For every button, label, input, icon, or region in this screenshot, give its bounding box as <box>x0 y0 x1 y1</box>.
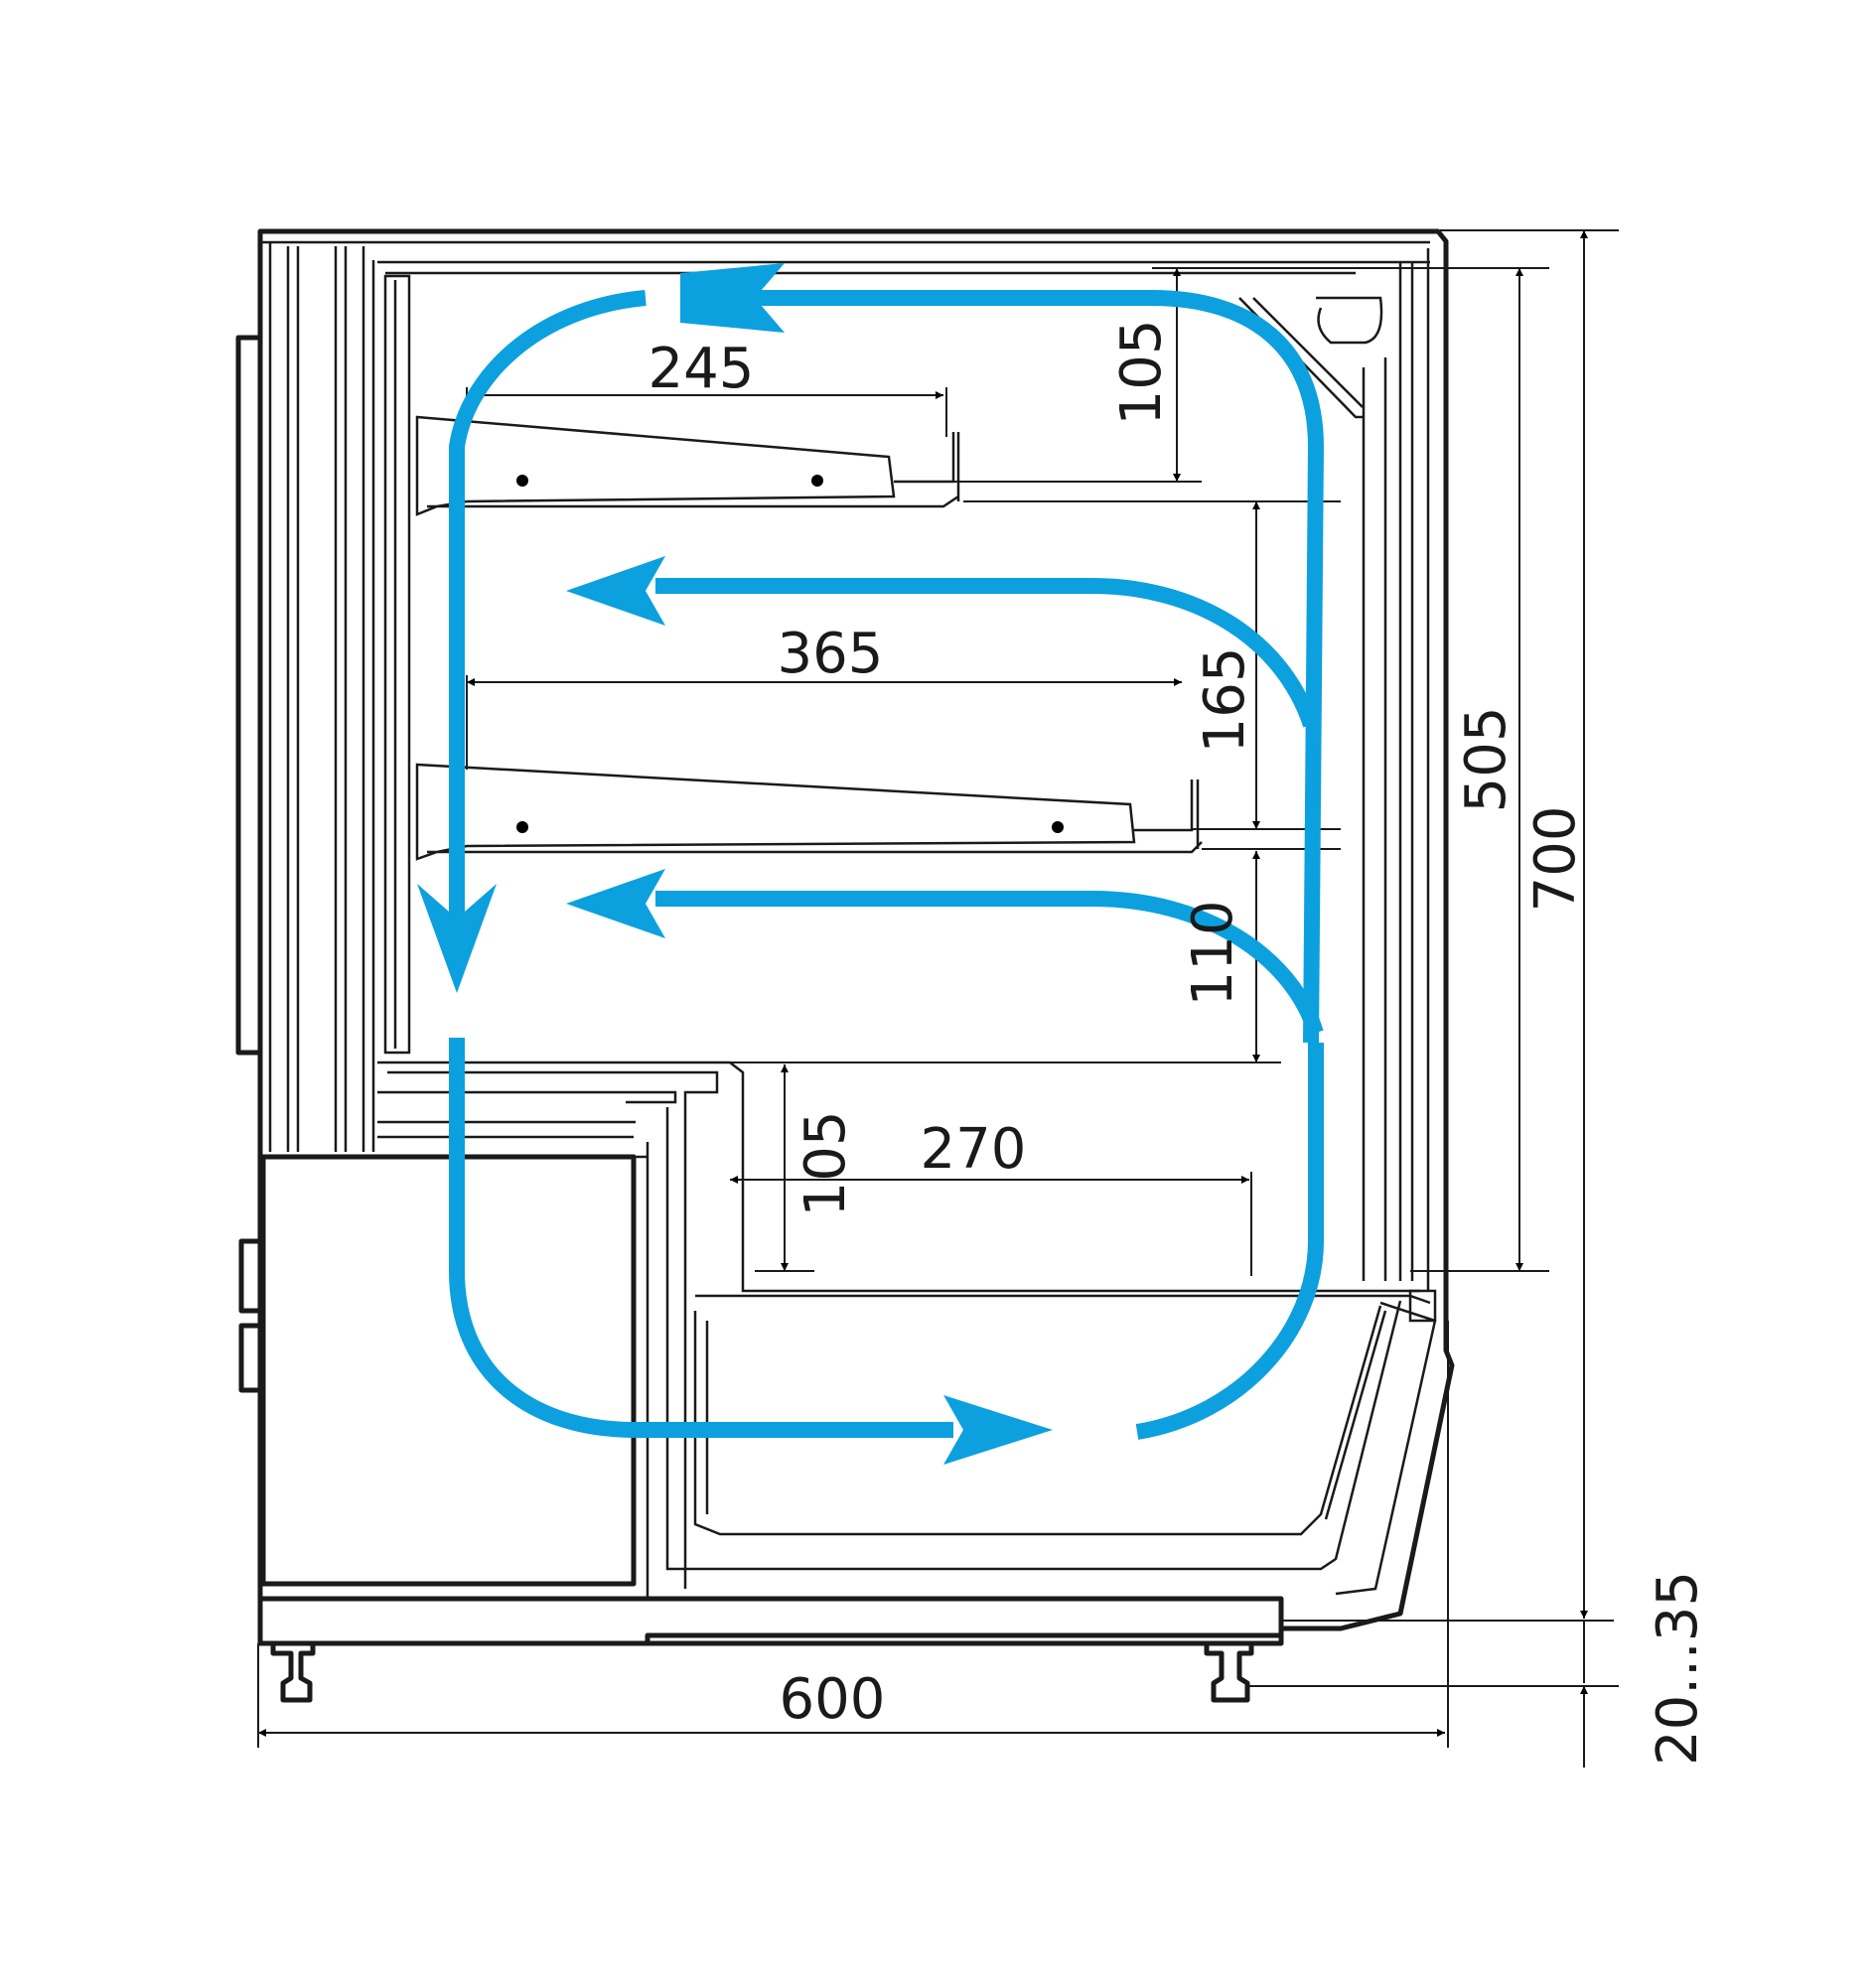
top-shelf-profile <box>415 415 960 516</box>
dim-total-width: 600 <box>780 1667 886 1732</box>
dim-leg-adjustment: 20...35 <box>1646 1571 1710 1766</box>
left-leg <box>270 1640 316 1703</box>
dim-top-shelf-depth: 245 <box>649 337 755 401</box>
dim-lower-clearance: 110 <box>1181 901 1245 1007</box>
airflow-middle <box>655 578 1319 728</box>
airflow-bottom-rear <box>1135 1043 1324 1440</box>
dimension-labels: 245 105 365 165 110 505 700 105 270 600 … <box>649 320 1710 1766</box>
airflow-bottom-arrowhead <box>943 1395 1053 1465</box>
door-handle <box>235 335 263 1056</box>
side-knob-upper <box>238 1238 263 1314</box>
front-inner-profile <box>383 274 411 1055</box>
dim-inner-height: 505 <box>1454 707 1518 813</box>
dim-base-depth: 270 <box>921 1117 1027 1182</box>
dim-top-clearance: 105 <box>1109 320 1174 426</box>
dim-total-height: 700 <box>1523 806 1588 913</box>
dim-middle-clearance: 165 <box>1193 647 1257 754</box>
airflow-middle-arrowhead <box>566 556 665 626</box>
airflow-lower <box>655 891 1324 1036</box>
side-knob-lower <box>238 1323 263 1393</box>
middle-shelf-profile <box>415 763 1203 861</box>
inner-top <box>260 240 1430 275</box>
bottom-plinth <box>257 1596 1284 1646</box>
airflow-down-arrowhead <box>417 884 497 993</box>
dim-base-clearance: 105 <box>794 1111 858 1217</box>
front-lower-glass <box>1335 1289 1437 1596</box>
right-leg <box>1204 1640 1254 1703</box>
front-glass-door <box>258 242 375 1157</box>
dim-middle-shelf-depth: 365 <box>778 622 884 686</box>
compressor-housing-inner <box>377 1120 649 1599</box>
cabinet-frame <box>235 228 1455 1703</box>
airflow-lower-arrowhead <box>566 869 665 938</box>
compressor-housing <box>260 1154 637 1587</box>
stepped-base-wall <box>377 1061 1420 1589</box>
inner-tray <box>693 1294 1431 1536</box>
airflow-top-arrowhead <box>680 263 785 333</box>
rear-inner-wall <box>1362 248 1430 1291</box>
airflow-top-loop <box>449 290 647 953</box>
airflow-top-rear <box>755 290 1324 1044</box>
top-shelf <box>415 415 960 516</box>
airflow <box>417 263 1324 1465</box>
airflow-bottom-loop <box>449 1038 953 1438</box>
middle-shelf <box>415 763 1203 861</box>
